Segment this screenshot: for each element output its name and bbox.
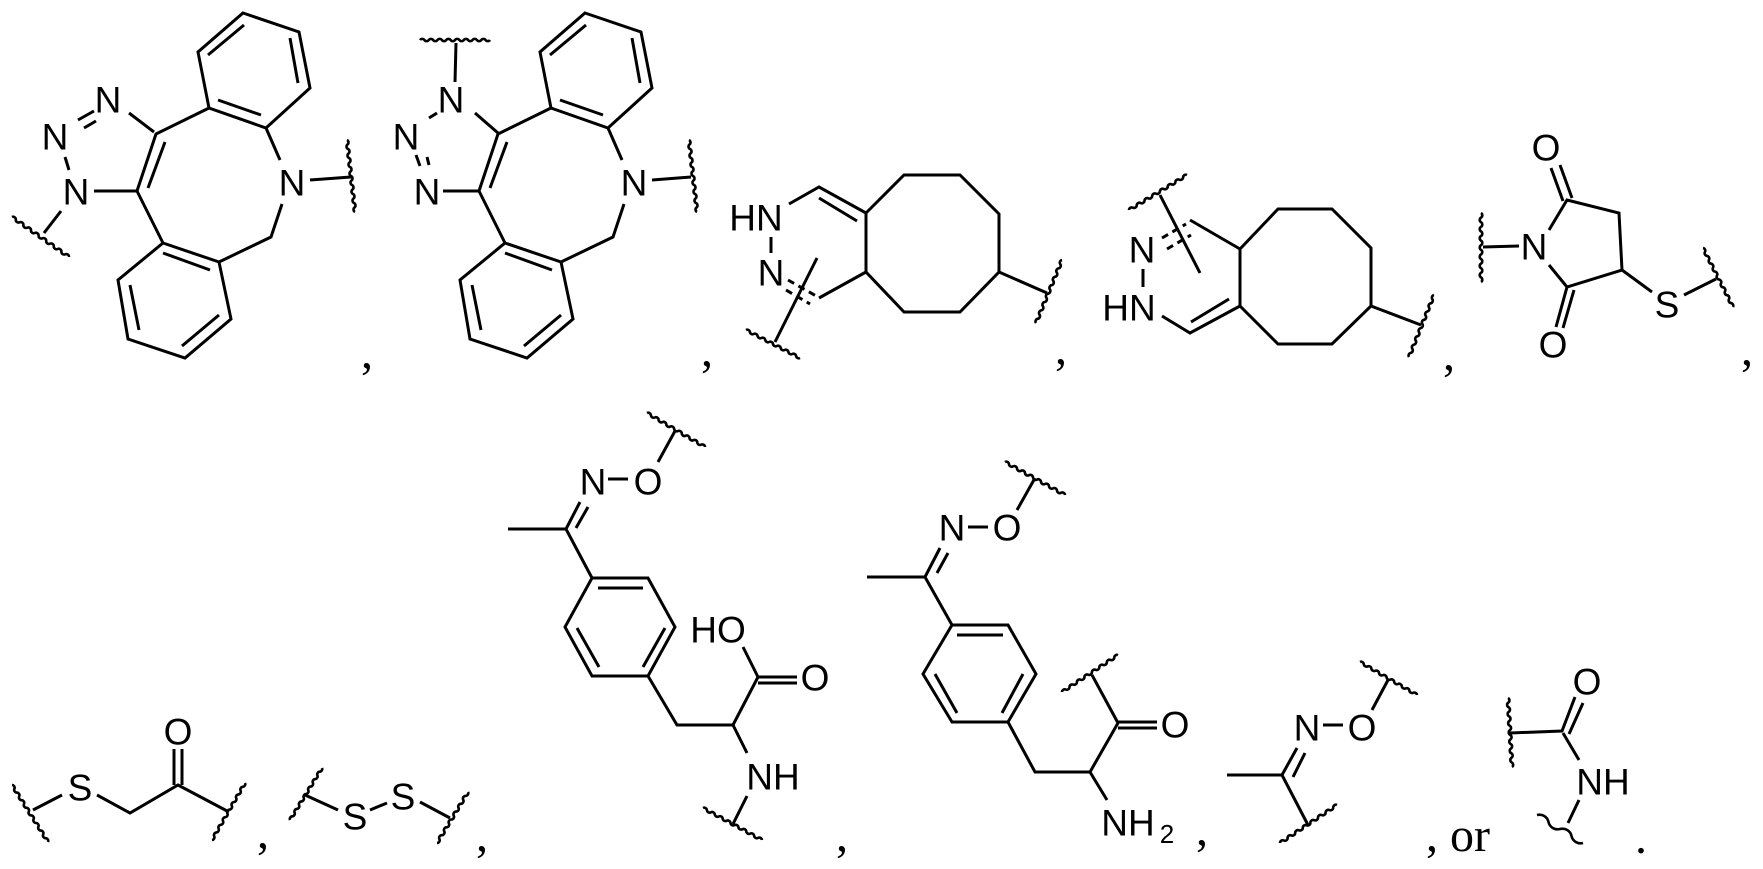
atom-label: S <box>68 768 93 809</box>
wavy-attachment-bond <box>647 413 705 447</box>
atom-label: S <box>1655 285 1680 326</box>
bonds <box>1227 680 1388 825</box>
atom-label: N <box>393 117 420 158</box>
structure-disulfide: S S <box>290 768 468 843</box>
comma: , <box>257 806 269 859</box>
atom-label: O <box>1161 705 1190 746</box>
conjunction-or: or <box>1450 809 1490 862</box>
subscript-label: 2 <box>1160 819 1174 849</box>
structure-amide: O NH <box>1507 662 1630 844</box>
atom-label: O <box>1348 708 1377 749</box>
structure-oxime: N O <box>1227 662 1417 843</box>
atom-label: N <box>63 172 90 213</box>
wavy-attachment-bond <box>1036 260 1062 323</box>
atom-label: S <box>343 797 368 838</box>
bonds <box>416 13 691 358</box>
bonds <box>771 175 1047 342</box>
atom-label: O <box>1532 128 1561 169</box>
bonds <box>1483 165 1716 328</box>
wavy-attachment-bond <box>1129 175 1187 210</box>
wavy-attachment-bond <box>1703 248 1733 307</box>
atom-label: N <box>95 80 122 121</box>
structure-dibenzoazocine-triazole-1: N N N N <box>12 13 355 358</box>
structure-cyclooctapyrazole-2: N HN <box>1102 175 1434 357</box>
atom-label: NH <box>1576 762 1629 803</box>
atom-label: N <box>580 462 607 503</box>
dashed-bond <box>786 280 818 304</box>
structure-dibenzoazocine-triazole-2: N N N N <box>393 13 698 358</box>
atom-label: N <box>621 163 648 204</box>
atom-label: N <box>42 117 69 158</box>
atom-label: NH <box>1101 803 1154 844</box>
wavy-attachment-bond <box>1062 655 1118 692</box>
comma: , <box>361 326 373 379</box>
comma: , <box>1443 328 1455 381</box>
period: . <box>1635 811 1647 864</box>
bonds <box>305 795 450 818</box>
atom-label: N <box>438 80 465 121</box>
bonds <box>1143 195 1421 344</box>
atom-label: S <box>391 777 416 818</box>
wavy-attachment-bond <box>437 792 468 843</box>
comma: , <box>476 809 488 862</box>
atom-label: O <box>1573 662 1602 703</box>
atom-label: O <box>801 658 830 699</box>
structure-succinimide-thioether: N O O S <box>1480 128 1734 366</box>
atom-label: N <box>1294 708 1321 749</box>
wavy-attachment-bond-large <box>1537 815 1583 844</box>
atom-label: O <box>993 508 1022 549</box>
comma: , <box>1741 323 1753 376</box>
comma: , <box>701 324 713 377</box>
wavy-attachment-bond <box>703 808 762 840</box>
atom-label: O <box>1539 325 1568 366</box>
atom-label: HN <box>729 198 782 239</box>
atom-label: N <box>1521 227 1548 268</box>
atom-label: NH <box>746 757 799 798</box>
atom-label: HN <box>1102 288 1155 329</box>
wavy-attachment-bond <box>212 783 245 840</box>
atom-label: N <box>414 172 441 213</box>
atom-label: HO <box>690 610 746 651</box>
comma: , <box>836 809 848 862</box>
wavy-attachment-bond <box>12 217 69 257</box>
wavy-attachment-bond <box>1409 295 1434 357</box>
wavy-attachment-bond <box>12 785 48 842</box>
bonds <box>33 749 229 813</box>
atom-label: N <box>939 508 966 549</box>
wavy-attachment-bond <box>746 330 800 359</box>
atom-label: N <box>1129 230 1156 271</box>
wavy-attachment-bond <box>1480 213 1483 282</box>
atom-label: N <box>279 163 306 204</box>
atom-label: O <box>634 462 663 503</box>
atom-label: N <box>758 253 785 294</box>
structure-cyclooctapyrazole-1: HN N <box>729 175 1062 358</box>
wavy-attachment-bond <box>1360 662 1417 695</box>
comma: , <box>1426 809 1438 862</box>
bonds <box>1510 697 1583 823</box>
wavy-attachment-bond <box>290 768 322 820</box>
atom-label: O <box>164 712 193 753</box>
structure-oxime-phenylalanine-acid: N O HO O NH <box>508 413 829 840</box>
comma: , <box>1055 322 1067 375</box>
structure-oxime-phenylalanine-amine: N O O NH 2 <box>867 462 1189 849</box>
comma: , <box>1196 803 1208 856</box>
wavy-attachment-bond <box>420 39 490 41</box>
separators: , , , , , , , , , , or . <box>257 322 1753 864</box>
structure-thioether-ketone: S O <box>12 712 245 843</box>
